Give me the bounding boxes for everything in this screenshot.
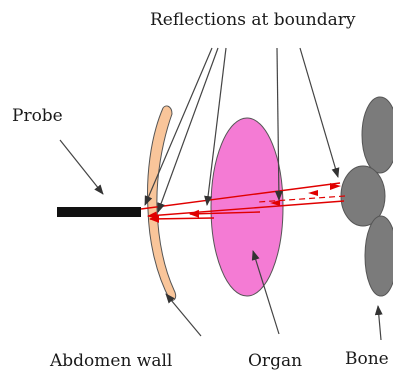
beam-echo-wall xyxy=(150,218,214,219)
bone-lower xyxy=(365,216,393,296)
reflections-title: Reflections at boundary xyxy=(150,10,356,30)
probe-shape xyxy=(57,207,141,217)
bone-label: Bone xyxy=(345,349,389,369)
bone-shapes xyxy=(341,97,393,296)
abdomen-wall-label: Abdomen wall xyxy=(50,351,172,371)
abdomen-pointer xyxy=(166,294,201,336)
beam-arrowhead-2 xyxy=(308,190,318,196)
pointer-wall-1 xyxy=(145,48,212,205)
probe-pointer xyxy=(60,140,103,194)
bone-upper xyxy=(362,97,393,173)
bone-pointer xyxy=(378,306,381,340)
pointer-bone xyxy=(300,48,338,177)
probe-label: Probe xyxy=(12,106,63,126)
organ-label: Organ xyxy=(248,351,302,371)
